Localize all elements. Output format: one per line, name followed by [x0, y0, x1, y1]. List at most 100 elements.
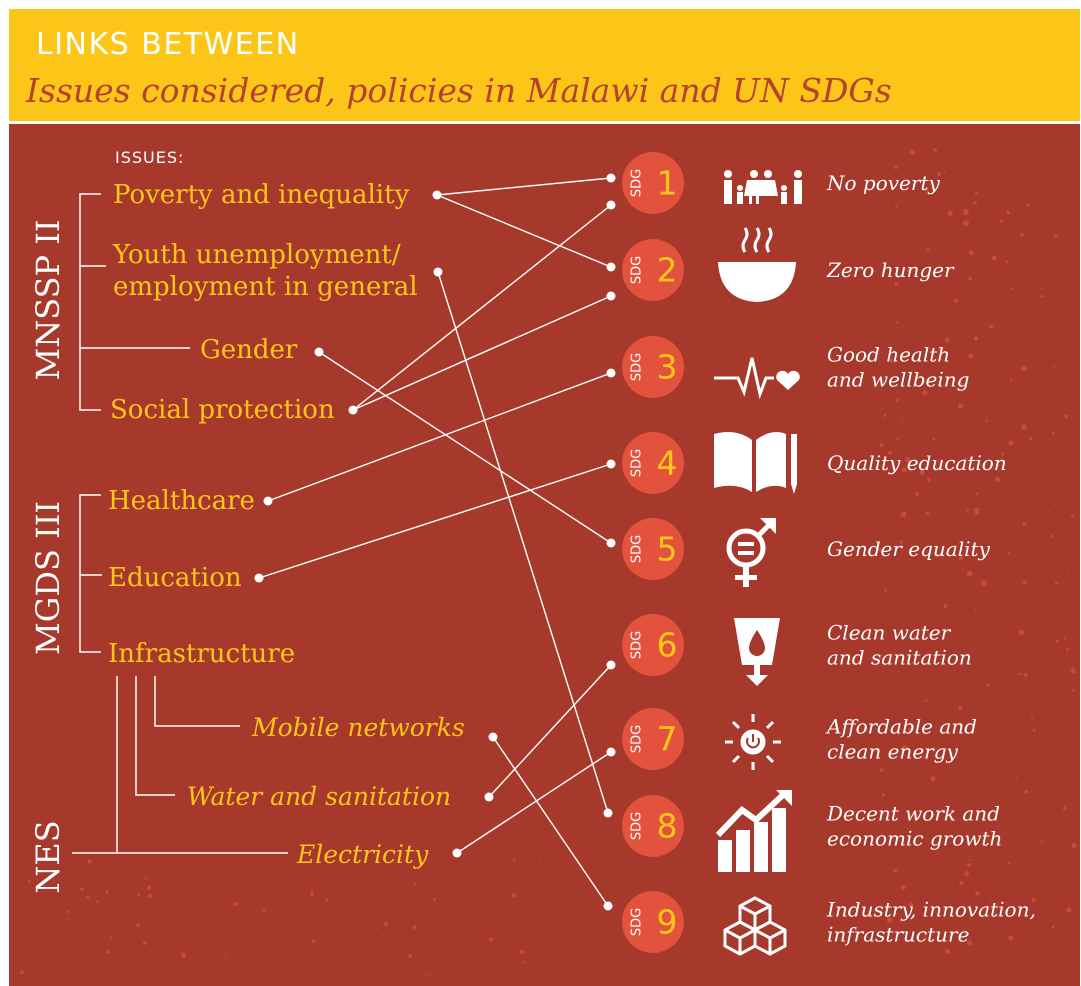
header-banner: LINKS BETWEEN Issues considered, policie… [9, 9, 1080, 121]
speckle [225, 955, 228, 958]
speckle [1029, 436, 1033, 440]
speckle [974, 608, 977, 611]
speckle [538, 860, 541, 863]
speckle [943, 604, 948, 609]
speckle [896, 438, 899, 441]
speckle [1001, 452, 1005, 456]
speckle [1022, 522, 1027, 527]
speckle [975, 891, 980, 896]
sdg-prefix: SDG [630, 908, 645, 936]
speckle [1055, 581, 1059, 585]
sdg-dot [606, 747, 616, 757]
speckle [899, 540, 903, 544]
speckle [959, 881, 964, 886]
sdg-prefix: SDG [630, 256, 645, 284]
gender-symbol-icon [726, 518, 776, 587]
speckle [879, 768, 884, 772]
sdg-number: 8 [657, 807, 678, 846]
speckle [1066, 907, 1072, 913]
sdg-number: 4 [657, 444, 678, 483]
speckle [988, 324, 994, 329]
speckle [137, 893, 141, 897]
speckle [1063, 637, 1067, 640]
speckle [943, 171, 946, 174]
speckle [894, 165, 898, 170]
speckle [325, 897, 329, 902]
issue-label-water: Water and sanitation [187, 782, 451, 811]
link-social-sdg1 [352, 204, 612, 411]
speckle [947, 210, 953, 216]
diagram-panel [9, 124, 1080, 986]
sdg-badge [622, 708, 684, 770]
sdg-dot [603, 901, 613, 911]
speckle [925, 190, 930, 194]
sdg-goal-label: Decent work and [826, 802, 1000, 826]
speckle [1010, 287, 1014, 290]
speckle [408, 954, 413, 959]
speckle [974, 191, 978, 195]
sdg-dot [606, 459, 616, 469]
water-drop-icon [734, 618, 780, 686]
speckle [925, 758, 928, 761]
speckle [958, 706, 963, 711]
sdg-badge [622, 795, 684, 857]
connector-lines [254, 173, 616, 911]
sdg-prefix: SDG [630, 631, 645, 659]
issue-label-gender: Gender [200, 335, 298, 365]
speckle [414, 882, 417, 886]
background-speckles [20, 148, 1077, 975]
speckle [966, 940, 973, 946]
speckle [900, 511, 907, 518]
speckle [975, 492, 979, 496]
issue-label-poverty: Poverty and inequality [113, 180, 410, 210]
speckle [973, 336, 979, 341]
speckle [262, 909, 266, 913]
sdg-prefix: SDG [630, 449, 645, 477]
bowl-icon [718, 227, 796, 302]
speckle [1053, 366, 1056, 368]
sdg-dot [606, 200, 616, 210]
speckle [365, 940, 368, 942]
speckle [991, 255, 997, 261]
sdg-dot [606, 538, 616, 548]
speckle [65, 918, 69, 921]
speckle [998, 464, 1000, 467]
speckle [893, 868, 898, 873]
speckle [982, 407, 984, 410]
speckle [105, 890, 109, 894]
speckle [974, 507, 980, 513]
speckle [901, 467, 907, 473]
sdg-badge [622, 152, 684, 214]
speckle [1007, 861, 1011, 865]
sdg-badge [622, 518, 684, 580]
speckle [995, 476, 1001, 482]
speckle [966, 570, 973, 577]
speckle [66, 910, 69, 913]
speckle [86, 895, 90, 900]
speckle [957, 403, 964, 409]
policy-label: MGDS III [29, 501, 67, 655]
speckle [926, 248, 930, 252]
link-gender-sdg5 [318, 351, 612, 544]
sdg-goal-label: Zero hunger [826, 258, 955, 282]
issue-label-mobile: Mobile networks [251, 713, 465, 742]
speckle [895, 321, 898, 324]
sdg-badge [622, 239, 684, 301]
policy-tree [72, 193, 288, 854]
speckle [311, 939, 316, 944]
sun-power-icon [725, 714, 781, 770]
speckle [1032, 729, 1036, 732]
speckle [1006, 260, 1009, 263]
speckle [909, 149, 916, 156]
speckle [969, 250, 974, 256]
speckle [1051, 925, 1055, 929]
sdg-badge [622, 614, 684, 676]
sdg-dot [603, 808, 613, 818]
speckle [974, 511, 979, 516]
speckle [964, 871, 969, 876]
sdg-goal-label: Affordable and [825, 715, 977, 739]
sdg-number: 3 [657, 348, 678, 387]
sdg-number: 2 [657, 251, 678, 290]
